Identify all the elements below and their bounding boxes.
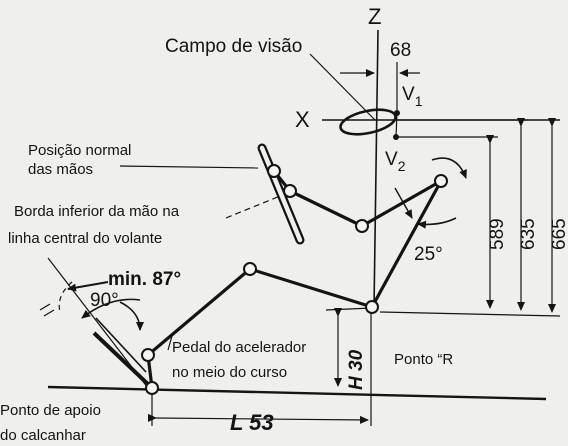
hands-label-line1: Posição normal [28,142,131,159]
forearm [289,189,363,228]
shoulder-joint [434,174,448,188]
angle-25-arc [417,217,457,229]
elbow-joint [355,219,369,233]
heel-label-line2: do calcanhar [0,427,86,444]
hand-edge-dashed-line [225,195,281,219]
knee-joint [243,262,257,276]
upper-arm [361,179,442,228]
torso [370,180,443,308]
hands-leader [119,165,259,169]
angle-90-arc [81,298,141,319]
ankle-joint [141,348,155,362]
steering-wheel [257,143,305,245]
x-axis-label: X [295,107,310,132]
min-angle-label: min. 87° [108,269,181,290]
z-axis-label: Z [368,4,381,29]
v1-v2-link [395,112,398,138]
shoulder-arc [431,157,467,179]
thigh [249,267,373,309]
angle-90-label: 90° [90,290,119,311]
min-87-arrow [67,281,109,292]
h30-ext [325,307,373,311]
edge-label-line2: linha central do volante [8,230,162,247]
point-r-label: Ponto “R [394,351,453,368]
heel-label-line1: Ponto de apoio [0,402,101,419]
pedal-lever [92,331,154,390]
v2-label: V2 [385,149,406,174]
shin [146,267,252,357]
h30-label: H 30 [346,349,367,390]
pedal-lever-b [95,317,147,373]
hands-label-line2: das mãos [28,161,93,178]
angle-25-label: 25° [414,244,443,265]
heel-ref-line [47,257,149,389]
v1-label: V1 [402,84,423,109]
angle-90-arc-2 [119,301,144,331]
v2-arrow [394,187,413,219]
field-of-view-leader [309,53,376,121]
edge-label-line1: Borda inferior da mão na [14,203,180,220]
heel-joint [145,381,159,395]
dim-635-label: 635 [518,218,539,250]
eye-ellipse [339,108,397,136]
hip-joint [365,300,379,314]
l53-dim-line [147,413,369,424]
pedal-label-line2: no meio do curso [172,364,287,381]
hand-joint [267,164,281,178]
pedal-leader [167,335,173,351]
z-axis-line [373,29,379,309]
dim-665-label: 665 [549,218,568,250]
wrist-joint [283,184,297,198]
l53-label: L 53 [230,410,274,435]
pedal-tick-2 [43,309,55,317]
field-of-view-label: Campo de visão [165,36,302,57]
dim-589-label: 589 [487,218,508,250]
ext-bottom [379,311,561,317]
pedal-tick-1 [39,303,51,311]
dim-68-label: 68 [390,40,411,61]
pedal-label-line1: Pedal do acelerador [172,339,306,356]
floor-line [47,385,547,401]
